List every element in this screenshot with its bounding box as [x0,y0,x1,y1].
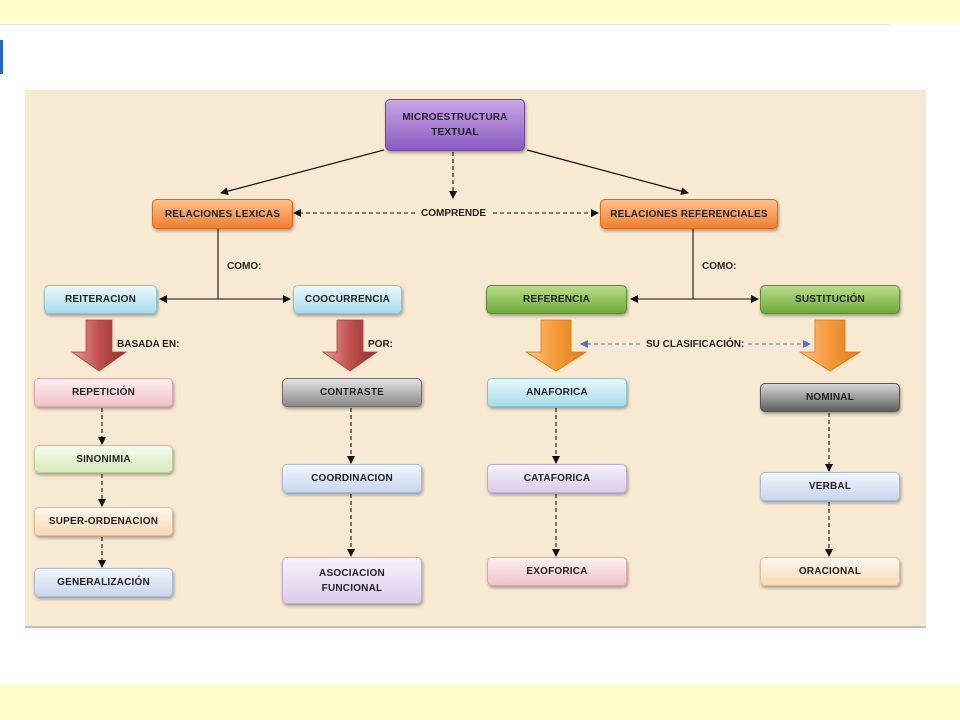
verbal-node: VERBAL [760,472,900,501]
oracional-node: ORACIONAL [760,557,900,586]
bottom-band [0,684,960,720]
exoforica-node: EXOFORICA [487,557,627,586]
diagram-panel [25,90,926,628]
root-to-lexicas-arrow [220,149,385,196]
root-line-1: MICROESTRUCTURA [402,112,508,123]
sinonimia-node: SINONIMIA [34,445,173,473]
root-line-2: TEXTUAL [431,127,479,138]
como-left-label: COMO: [227,261,262,272]
left-accent-mark [0,40,3,74]
super-ordenacion-node: SUPER-ORDENACION [34,507,173,536]
reiteracion-node: REITERACION [44,285,157,314]
contraste-node: CONTRASTE [282,378,422,407]
anaforica-node: ANAFORICA [487,378,627,407]
referencia-block-arrow [524,319,588,372]
cataforica-node: CATAFORICA [487,464,627,493]
repeticion-node: REPETICIÓN [34,378,173,407]
asociacion-funcional-node: ASOCIACION FUNCIONAL [282,557,422,604]
coordinacion-node: COORDINACION [282,464,422,493]
generalizacion-node: GENERALIZACIÓN [34,568,173,597]
basada-en-label: BASADA EN: [117,339,180,350]
como-right-label: COMO: [702,261,737,272]
sustitucion-node: SUSTITUCIÓN [760,285,900,314]
coocurrencia-block-arrow [321,319,379,372]
relaciones-lexicas-node: RELACIONES LEXICAS [152,199,293,229]
nominal-node: NOMINAL [760,383,900,412]
referencia-node: REFERENCIA [486,285,627,314]
comprende-label: COMPRENDE [421,208,487,219]
top-band [0,0,960,24]
top-divider [0,24,890,25]
por-label: POR: [368,339,393,350]
root-to-referenciales-arrow [526,149,689,196]
root-node: MICROESTRUCTURA TEXTUAL [385,99,525,151]
relaciones-referenciales-node: RELACIONES REFERENCIALES [600,199,778,229]
reiteracion-block-arrow [70,319,128,372]
su-clasificacion-label: SU CLASIFICACIÓN: [646,339,745,350]
sustitucion-block-arrow [798,319,862,372]
coocurrencia-node: COOCURRENCIA [293,285,402,314]
